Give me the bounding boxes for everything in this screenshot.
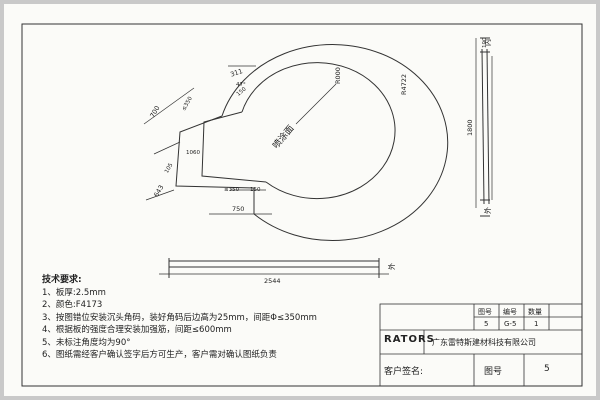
note-item: 5、未标注角度均为90° (42, 337, 131, 348)
radius-inner: R000 (334, 67, 342, 84)
dim-100: 100 (482, 37, 488, 48)
note-item: 2、颜色:F4173 (42, 300, 103, 310)
sheet-border (21, 23, 583, 387)
drawing-no-label: 图号 (484, 367, 503, 377)
signature-label: 客户签名: (384, 367, 424, 377)
value-qty: 1 (534, 320, 539, 328)
header-qty: 数量 (528, 308, 542, 316)
dim-150-bottom: 150 (250, 187, 261, 193)
drawing-sheet: 311 700 750 1800 2544 ≤350 ≤350 150 150 … (4, 4, 596, 396)
note-item: 4、根据板的强度合理安装加强筋，间距≤600mm (42, 325, 232, 335)
angle-47: 47° (236, 82, 246, 88)
dim-1800: 1800 (466, 119, 474, 136)
company-name: 广东雷特斯建材科技有限公司 (432, 338, 536, 347)
value-drawing-no: 5 (484, 320, 489, 328)
bottom-strip (168, 258, 380, 278)
dim-643: 643 (152, 184, 165, 199)
technical-notes: 技术要求: 1、板厚:2.5mm 2、颜色:F4173 3、按图错位安装沉头角码… (42, 274, 317, 362)
dim-2544: 2544 (264, 277, 281, 285)
technical-drawing: 311 700 750 1800 2544 ≤350 ≤350 150 150 … (21, 23, 583, 387)
dim-311: 311 (229, 67, 243, 78)
header-drawing-no: 图号 (478, 308, 492, 316)
drawing-no-value: 5 (544, 364, 550, 374)
note-item: 3、按图错位安装沉头角码，装好角码后边高为25mm，间距Φ≤350mm (42, 312, 317, 323)
dim-1060: 1060 (186, 150, 200, 156)
radius-outer: R4722 (400, 74, 408, 95)
dim-750: 750 (232, 205, 244, 213)
dimension-lines (143, 38, 493, 275)
note-item: 6、图纸需经客户确认签字后方可生产，客户需对确认图纸负责 (42, 350, 277, 360)
dim-105: 105 (164, 162, 175, 175)
company-logo: RATORS (384, 334, 435, 345)
dim-350-bottom: ≤350 (224, 187, 240, 193)
side-mark-bottom: 外 (483, 207, 492, 214)
dim-700: 700 (148, 104, 161, 119)
strip-mark-right: 外 (387, 263, 396, 270)
notes-heading: 技术要求: (42, 275, 82, 285)
value-code: G-5 (504, 320, 517, 328)
title-block (379, 303, 583, 387)
ring-panel (175, 44, 449, 242)
header-code: 编号 (503, 308, 517, 316)
dim-150-top: 150 (236, 86, 248, 98)
surface-label: 喷涂面 (270, 123, 297, 151)
dim-350-top: ≤350 (181, 95, 194, 112)
side-profile (480, 37, 490, 217)
note-item: 1、板厚:2.5mm (42, 287, 106, 298)
side-mark-top: 内 (483, 39, 492, 46)
